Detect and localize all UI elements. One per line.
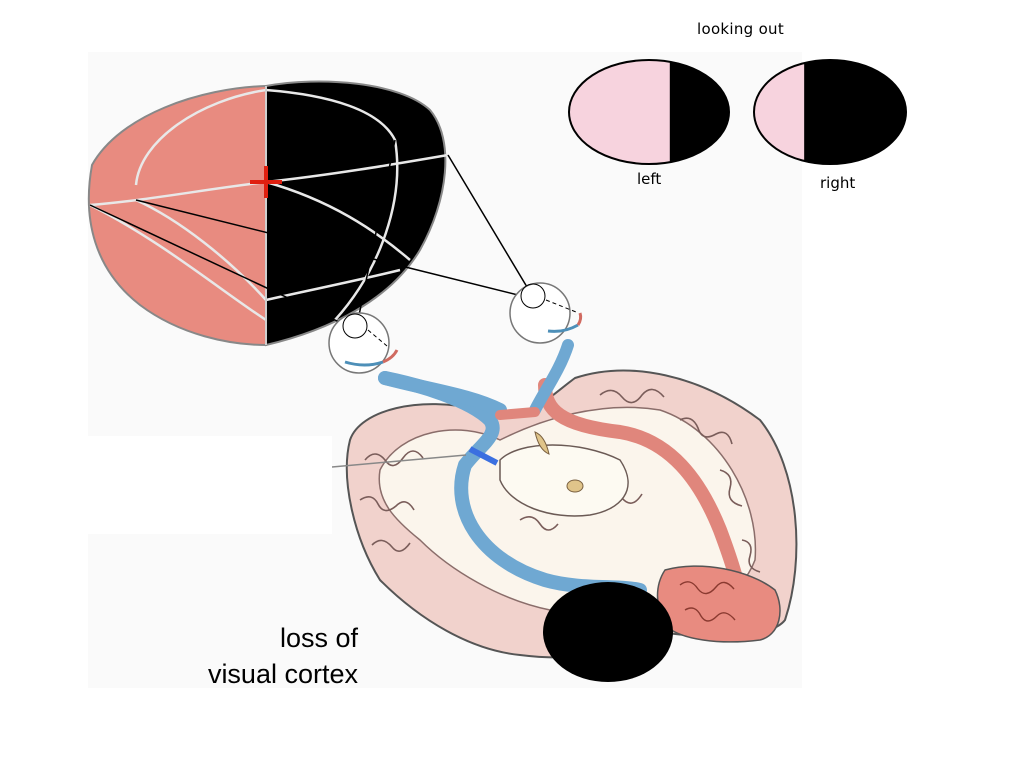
lesion-caption-line2: visual cortex xyxy=(207,659,358,689)
fixation-cross xyxy=(250,166,282,198)
label-cover xyxy=(88,436,332,534)
visual-field-seen-half xyxy=(87,84,267,347)
lesion-caption: loss of visual cortex xyxy=(160,620,358,692)
projection-lines xyxy=(89,139,531,329)
right-eye-label: right xyxy=(820,174,856,192)
pineal-body xyxy=(566,479,584,493)
pointer-line xyxy=(331,454,467,468)
left-eye-label: left xyxy=(637,170,662,188)
looking-out-label: looking out xyxy=(697,20,785,38)
visual-cortex-loss xyxy=(543,582,673,682)
right-optic-nerve xyxy=(529,339,574,416)
visual-field-lost-half xyxy=(265,80,447,347)
lesion-caption-line1: loss of xyxy=(279,623,358,653)
left-optic-nerve xyxy=(378,371,507,417)
left-eye-field xyxy=(568,59,730,165)
cortex-folds xyxy=(679,581,736,622)
right-eye xyxy=(509,282,583,344)
ventricle-central xyxy=(499,444,629,517)
optic-pathways xyxy=(378,339,747,607)
lesion-mark xyxy=(468,446,499,466)
optic-chiasm xyxy=(495,407,540,420)
right-pathway-radiation xyxy=(538,378,747,607)
right-eye-field xyxy=(753,59,907,165)
left-eye xyxy=(328,312,399,374)
visual-field xyxy=(87,80,449,347)
ventricle-horn xyxy=(534,431,550,455)
